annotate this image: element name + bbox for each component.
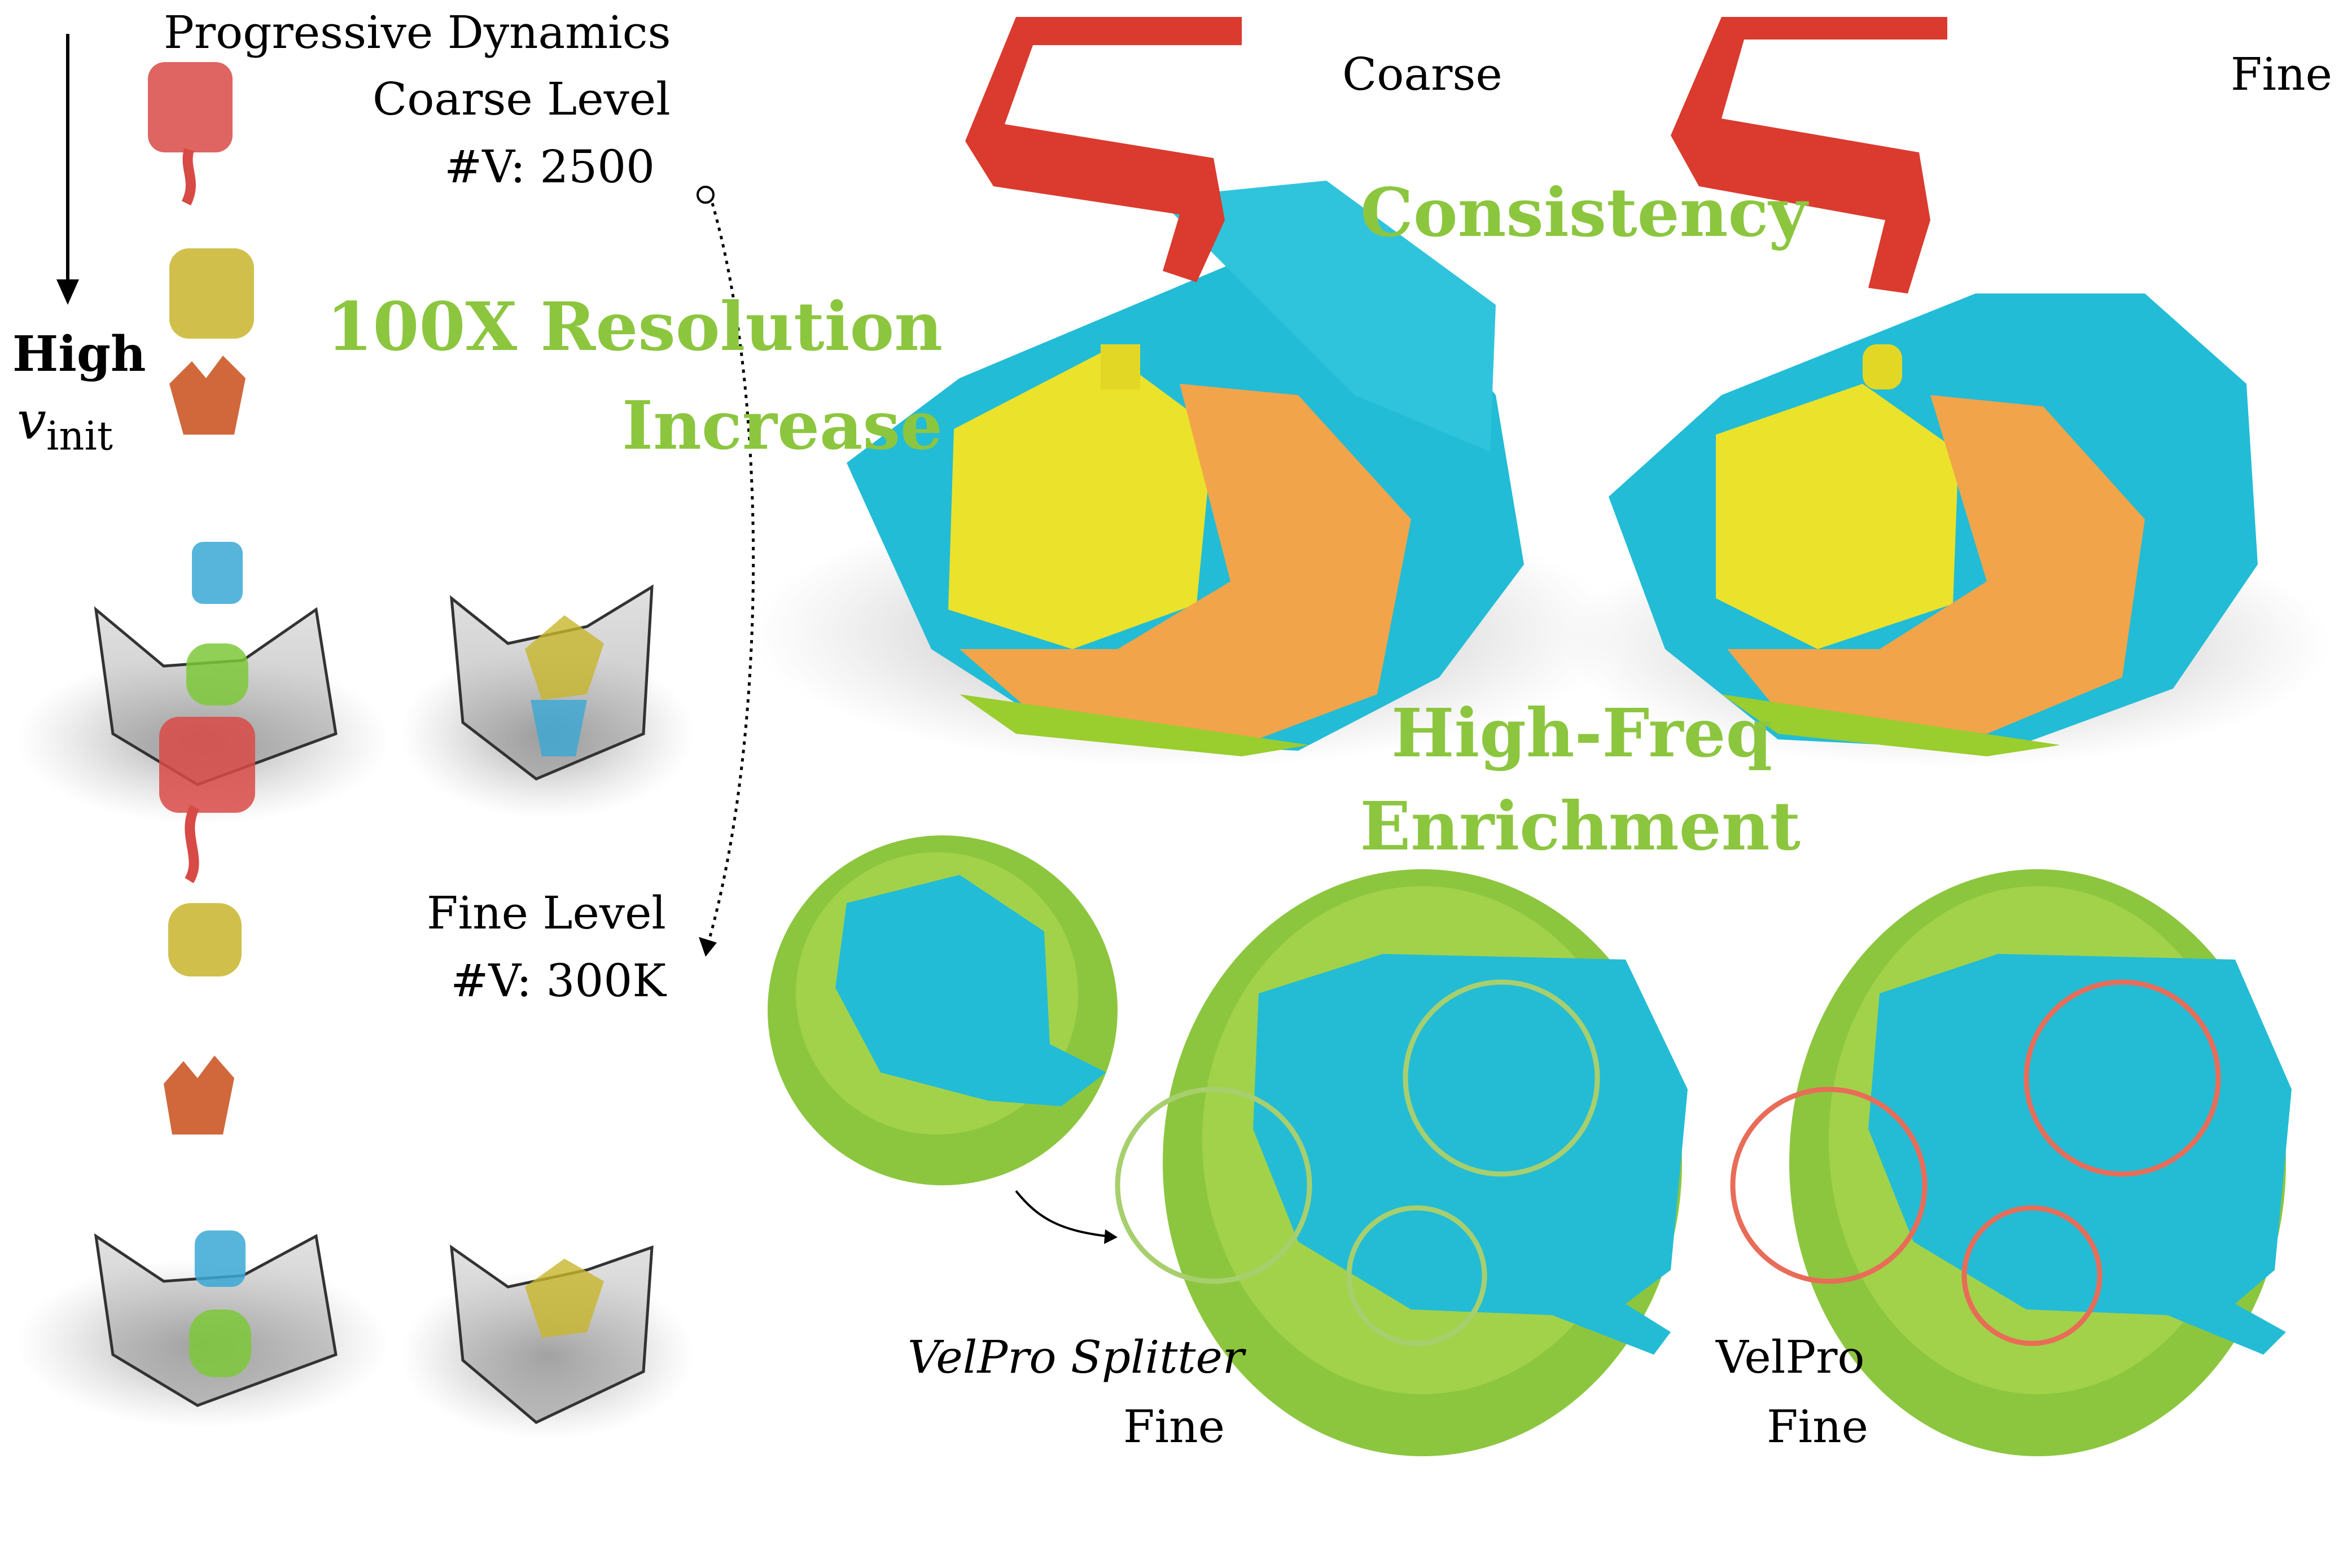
highlight-circle-3 xyxy=(1346,1205,1487,1346)
splitter-coarse-render xyxy=(768,835,1118,1185)
high-label: High xyxy=(12,326,146,383)
coarse-vertex-count: #V: 2500 xyxy=(444,141,655,193)
v-init-label: vinit xyxy=(17,395,113,456)
velpro-label: VelPro xyxy=(1716,1331,1865,1383)
coarse-glass-container-1 xyxy=(17,542,389,883)
fine-sequence-objects xyxy=(164,903,242,1135)
v-init-symbol: v xyxy=(17,391,46,451)
highlight-circle-5 xyxy=(1730,1087,1928,1284)
highlight-circle-1 xyxy=(1403,979,1600,1177)
highlight-circle-6 xyxy=(1961,1205,2103,1346)
fine-column-label: Fine xyxy=(2231,48,2332,100)
highlight-circle-4 xyxy=(2023,979,2221,1177)
resolution-increase-line1: 100X Resolution xyxy=(326,287,943,366)
coarse-column-label: Coarse xyxy=(1342,48,1503,100)
velpro-splitter-fine-label: Fine xyxy=(1123,1400,1225,1453)
velpro-splitter-label: VelPro Splitter xyxy=(908,1331,1245,1383)
v-init-subscript: init xyxy=(46,413,113,459)
progressive-dynamics-title: Progressive Dynamics xyxy=(164,6,671,59)
splitter-arrow xyxy=(1015,1190,1118,1244)
velpro-fine-render xyxy=(1730,869,2292,1456)
coarse-to-fine-arrow xyxy=(697,186,755,957)
splitter-fine-render xyxy=(1115,869,1688,1456)
high-freq-line2: Enrichment xyxy=(1360,787,1801,865)
consistency-label: Consistency xyxy=(1360,173,1807,252)
resolution-increase-line2: Increase xyxy=(621,386,943,465)
fine-glass-container-1 xyxy=(17,1230,389,1428)
velpro-fine-label: Fine xyxy=(1767,1400,1868,1453)
highlight-circle-2 xyxy=(1115,1087,1312,1284)
fine-render xyxy=(1563,17,2331,768)
coarse-render xyxy=(751,17,1620,768)
fine-level-label: Fine Level xyxy=(427,887,666,939)
coarse-sequence-objects xyxy=(148,62,254,435)
coarse-glass-container-2 xyxy=(401,584,694,818)
high-freq-line1: High-Freq xyxy=(1391,694,1772,772)
fine-glass-container-2 xyxy=(401,1244,694,1439)
time-arrow xyxy=(56,34,79,305)
fine-vertex-count: #V: 300K xyxy=(450,954,666,1007)
coarse-level-label: Coarse Level xyxy=(373,73,671,125)
